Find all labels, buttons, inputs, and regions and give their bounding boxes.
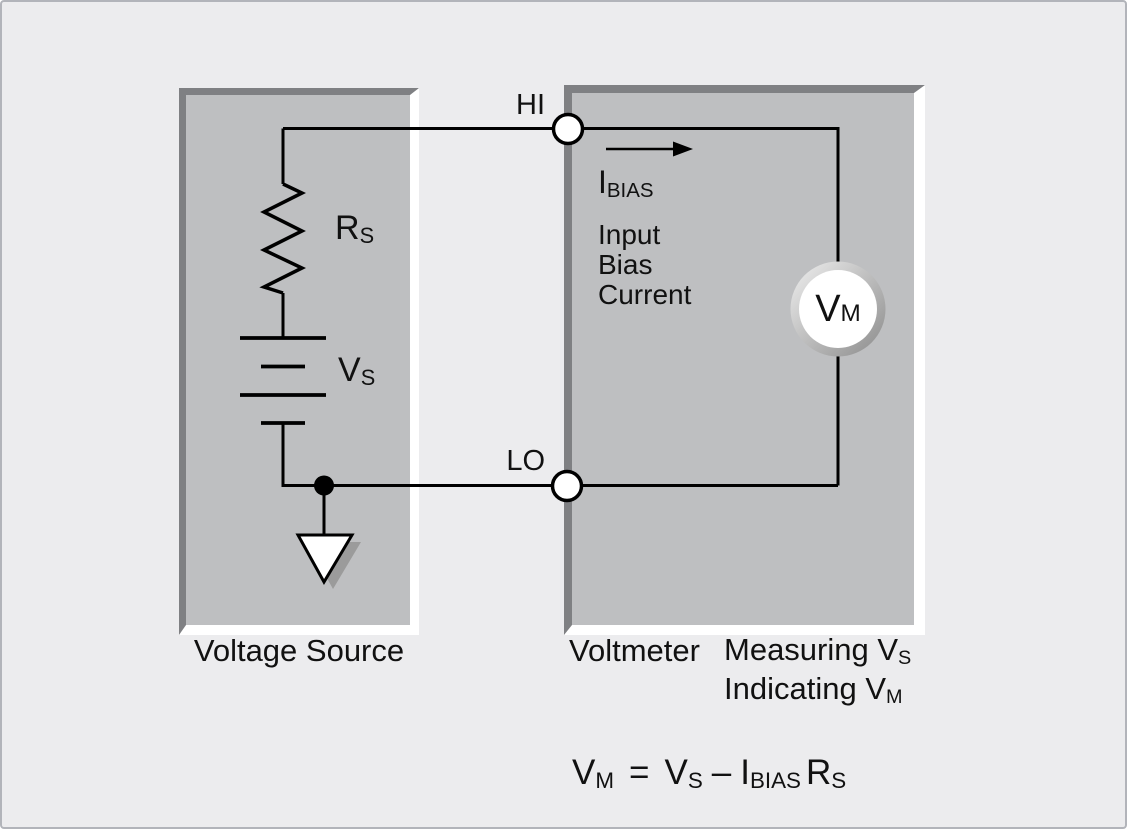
voltage-source-caption: Voltage Source (193, 633, 405, 668)
battery-label-sub: S (360, 365, 376, 391)
bias-current-sub: BIAS (606, 179, 654, 203)
equation-term1-sub: S (687, 768, 703, 794)
bias-note-line-2: Bias (598, 249, 653, 280)
voltmeter-caption: Voltmeter (569, 633, 700, 668)
meter-label-sub: M (840, 299, 861, 327)
battery-label: VS (338, 351, 376, 391)
bias-note: Input Bias Current (598, 220, 691, 310)
voltage-source-panel (179, 88, 419, 635)
battery-label-base: V (338, 351, 361, 389)
equation-lhs-base: V (572, 753, 596, 792)
measuring-note-sub: S (898, 646, 912, 669)
equation-equals: = (629, 753, 650, 792)
measuring-note-base: Measuring V (724, 632, 899, 667)
resistor-label-base: R (335, 209, 360, 247)
indicating-note-sub: M (886, 685, 903, 708)
equation-lhs-sub: M (595, 768, 615, 794)
bias-note-line-3: Current (598, 279, 692, 310)
bias-current-label: IBIAS (598, 164, 654, 201)
bias-current-base: I (598, 164, 607, 200)
lo-terminal-label: LO (506, 445, 545, 477)
equation-term3-base: R (806, 753, 832, 792)
equation-term3-sub: S (831, 768, 847, 794)
bias-note-line-1: Input (598, 219, 661, 250)
equation-term2-base: I (740, 753, 750, 792)
hi-terminal-label: HI (516, 89, 545, 121)
resistor-label-sub: S (359, 223, 375, 249)
resistor-label: RS (335, 209, 375, 249)
equation-term1-base: V (664, 753, 688, 792)
meter-label-base: V (815, 288, 841, 330)
equation-minus: – (711, 753, 732, 792)
indicating-note: Indicating VM (724, 671, 903, 707)
indicating-note-base: Indicating V (724, 671, 886, 706)
equation-term2-sub: BIAS (749, 768, 801, 794)
measuring-note: Measuring VS (724, 632, 911, 668)
